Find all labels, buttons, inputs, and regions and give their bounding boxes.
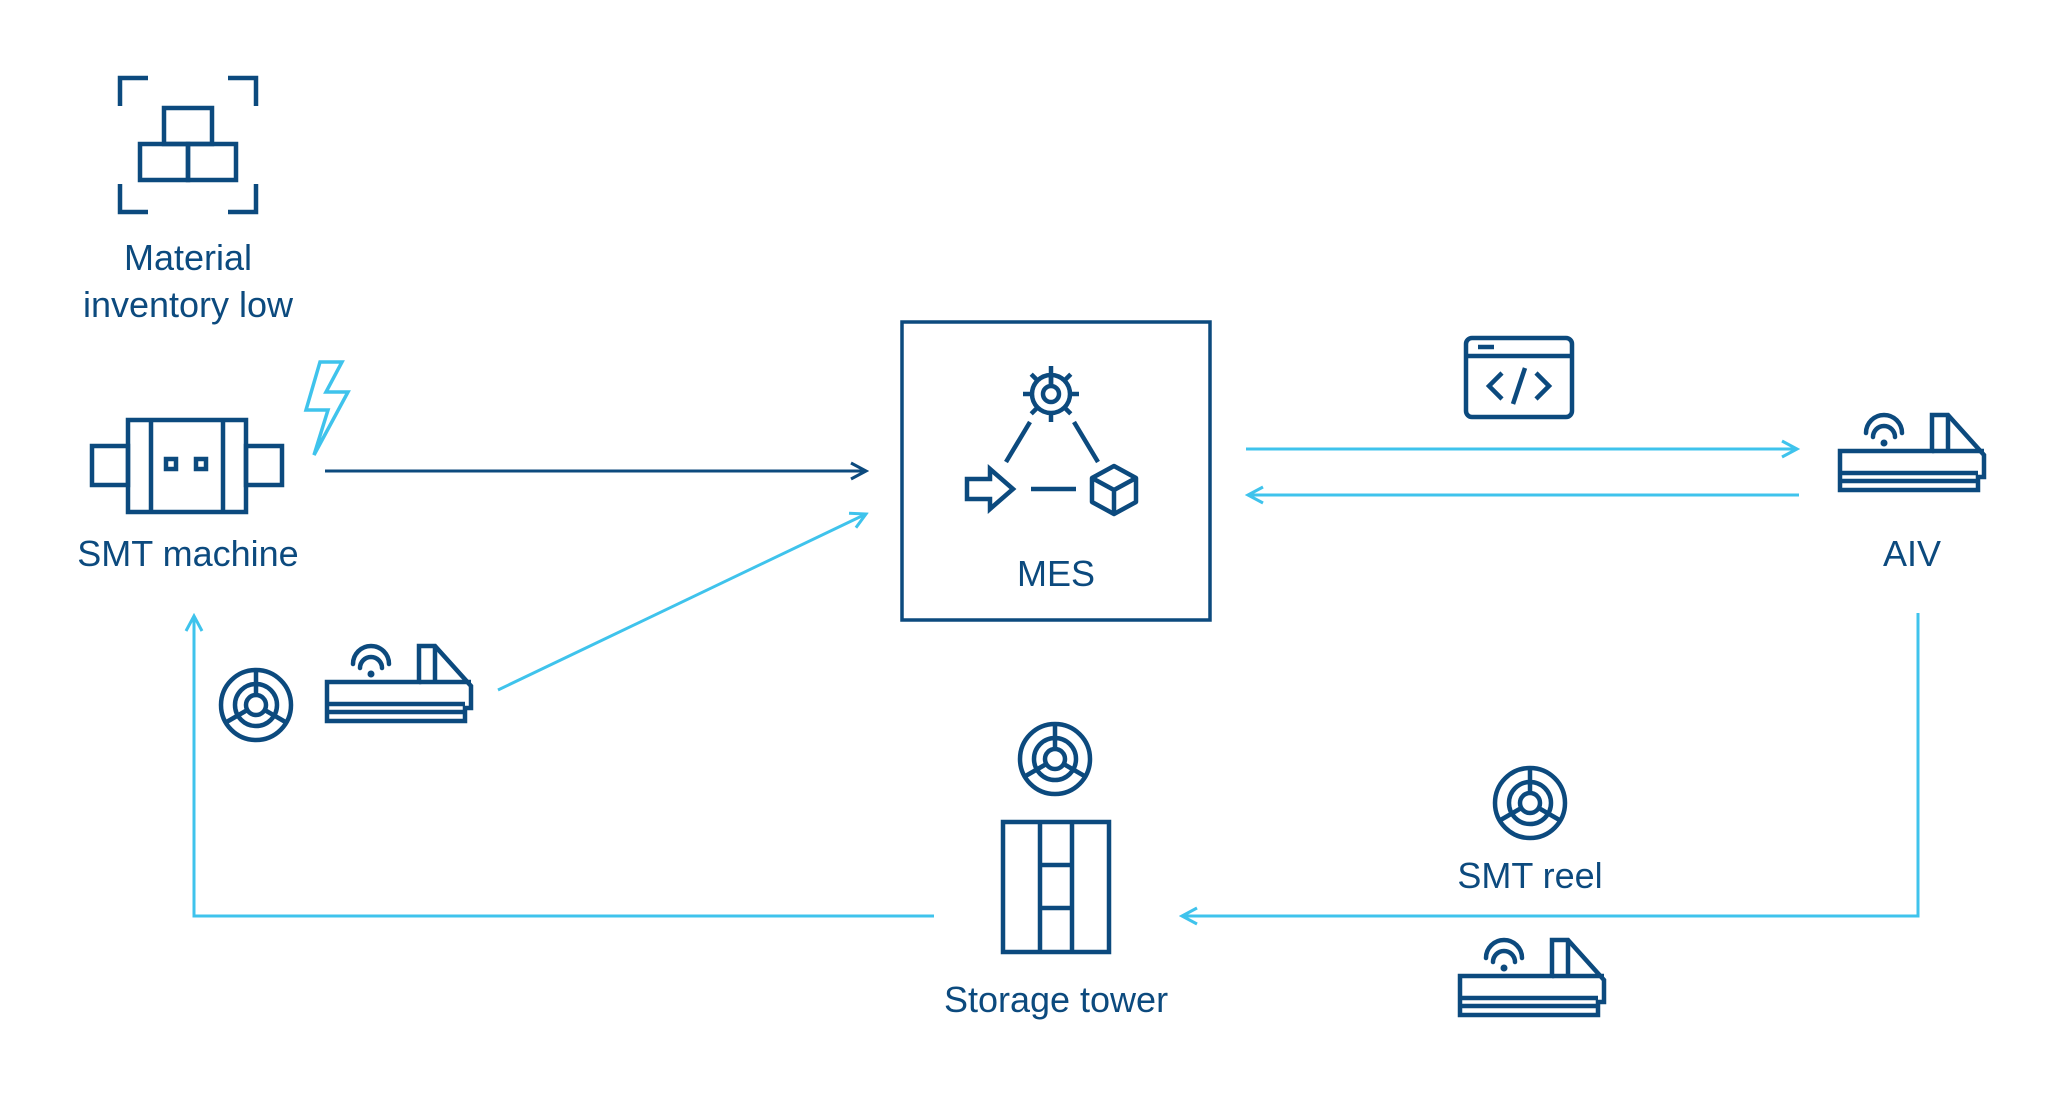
lightning-icon	[303, 360, 351, 456]
cube-icon	[1089, 463, 1139, 517]
aiv-label: AIV	[1882, 533, 1942, 574]
storage-tower-icon	[1000, 819, 1112, 955]
reel-icon	[1495, 768, 1565, 838]
smt-machine-icon	[89, 417, 285, 515]
code-window-icon	[1463, 335, 1575, 420]
aiv-robot-icon	[327, 646, 471, 721]
smt-machine-label: SMT machine	[77, 533, 299, 574]
reel-icon	[1020, 724, 1090, 794]
aiv-robot-icon	[1460, 940, 1604, 1015]
edge-storage-to-smt	[194, 616, 934, 918]
material-label-line1: Material	[123, 237, 253, 278]
gear-icon	[1023, 366, 1079, 422]
edge-aiv-to-storage	[1182, 613, 1920, 916]
mes-label: MES	[1016, 553, 1095, 594]
material-label-line2: inventory low	[82, 284, 294, 325]
storage-tower-label: Storage tower	[943, 979, 1169, 1020]
mes-box	[900, 320, 1212, 622]
arrow-right-icon	[964, 464, 1017, 514]
smt-reel-label: SMT reel	[1457, 855, 1603, 896]
aiv-robot-icon	[1840, 415, 1984, 490]
material-label: Material inventory low	[40, 234, 336, 328]
mes-workflow-icon	[964, 366, 1139, 517]
boxes-scan-icon	[117, 75, 259, 215]
reel-icon	[221, 670, 291, 740]
edge-aiv-reel-to-mes	[497, 514, 866, 692]
